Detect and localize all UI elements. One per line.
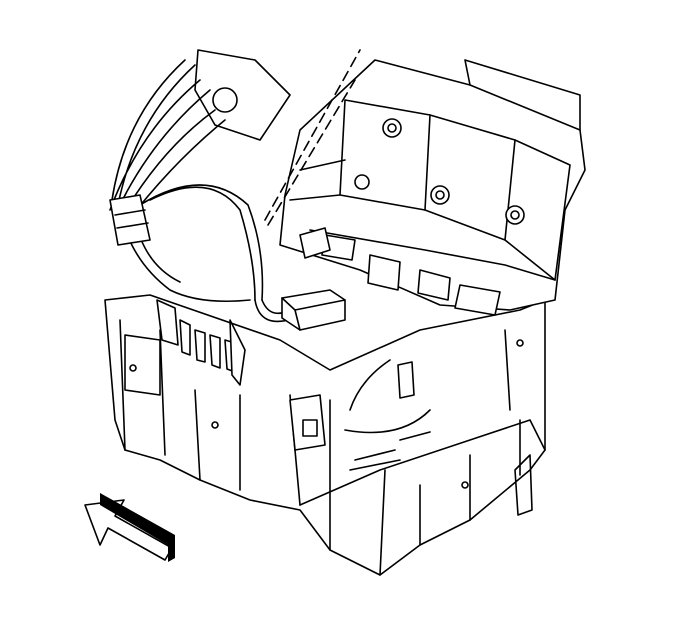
wiring-harness: [109, 49, 361, 323]
module-housing: [279, 59, 586, 316]
direction-arrow: [84, 493, 175, 562]
retaining-clips: [156, 299, 246, 386]
bracket-base: [104, 294, 546, 576]
harness-connector: [281, 227, 346, 331]
